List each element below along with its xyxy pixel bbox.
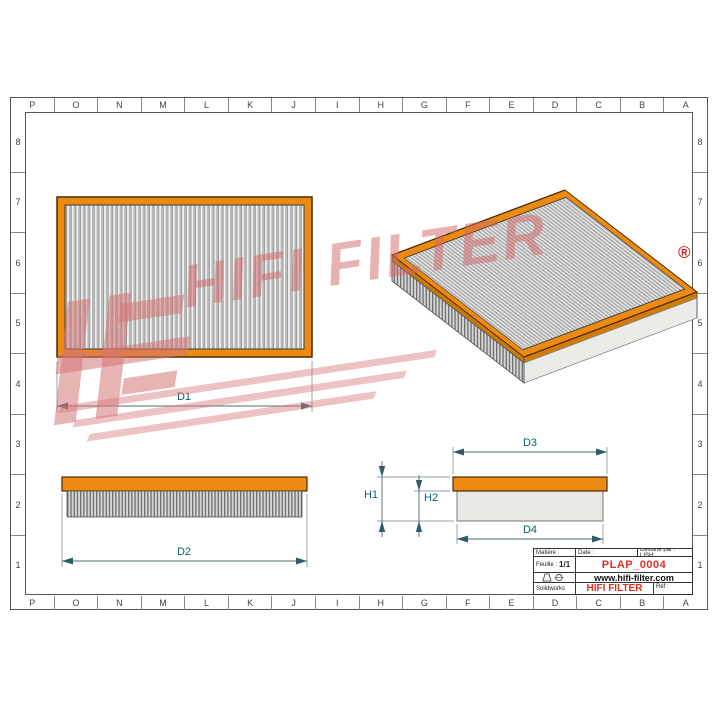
filter-top-view [56,196,313,358]
grid-column-label: M [142,596,186,610]
grid-row-label: 4 [11,354,25,415]
grid-column-label: E [490,596,534,610]
grid-rows-right: 8 7 6 5 4 3 2 1 [693,112,707,595]
grid-column-label: I [316,98,360,112]
grid-column-label: A [682,598,689,608]
projection-symbol-icon [534,573,576,582]
grid-columns-bottom: P O N M L K J I H G F E D C B A [11,596,707,610]
grid-row-label: 6 [693,233,707,294]
grid-row-label: 8 [693,112,707,173]
dimension-label-h2: H2 [424,492,438,504]
grid-row-label: 2 [693,475,707,536]
filter-iso-view [390,189,699,384]
grid-column-label: L [185,98,229,112]
grid-column-label: H [360,596,404,610]
dimension-d4: D4 [456,524,604,544]
sheet-number-cell: Feuille : 1/1 [534,557,576,572]
grid-column-label: I [316,596,360,610]
grid-column-label: F [447,596,491,610]
material-label: Matière : [534,549,576,556]
sheet-value: 1/1 [559,560,571,569]
grid-column-label: K [229,596,273,610]
grid-column-label: L [185,596,229,610]
grid-column-label: O [55,98,99,112]
grid-row-label: 7 [11,173,25,233]
grid-column-label: H [360,98,404,112]
grid-row-label: 4 [693,354,707,415]
grid-row-label: 6 [11,233,25,294]
grid-column-label: A [682,100,689,110]
grid-column-label: F [447,98,491,112]
grid-column-label: D [534,596,578,610]
grid-column-label: N [98,596,142,610]
grid-row-label: 8 [11,112,25,173]
filter-end-view [452,476,608,522]
grid-column-label: J [272,596,316,610]
grid-column-label: K [229,98,273,112]
grid-row-label: 1 [697,560,703,571]
grid-column-label: D [534,98,578,112]
title-block-row-info: Matière : Date : Dessiné par : LISH [534,549,692,557]
grid-column-label: M [142,98,186,112]
dimension-d1: D1 [56,361,313,412]
dimension-label-d3: D3 [523,437,537,449]
grid-column-label: O [55,596,99,610]
part-number: PLAP_0004 [601,558,667,571]
grid-column-label: C [577,596,621,610]
dimension-h1: H1 [364,461,454,537]
grid-column-label: G [403,98,447,112]
dimension-d3: D3 [452,437,608,474]
sheet-inner-frame [25,112,693,595]
grid-column-label: J [272,98,316,112]
brand-name: HIFI FILTER [576,583,654,594]
grid-row-label: 3 [693,415,707,475]
grid-column-label: C [577,98,621,112]
drawn-by-label: Dessiné par : LISH [640,549,676,556]
dimension-h2: H2 [414,475,450,537]
grid-column-label: B [621,98,665,112]
filter-side-view [61,476,308,518]
dimension-d2: D2 [61,494,308,567]
grid-rows-left: 8 7 6 5 4 3 2 1 [11,112,25,595]
grid-columns-top: P O N M L K J I H G F E D C B A [11,98,707,112]
sheet-label: Feuille : [536,561,558,568]
ref-label: Réf : [656,584,669,590]
grid-row-label: 7 [693,173,707,233]
dimension-label-d4: D4 [523,524,537,536]
grid-row-label: 5 [11,294,25,354]
title-block: Matière : Date : Dessiné par : LISH Feui… [533,548,693,595]
date-label: Date : [576,549,638,556]
grid-column-label: N [98,98,142,112]
dimension-label-d1: D1 [177,391,191,403]
title-block-row-site: www.hifi-filter.com [534,573,692,583]
grid-row-label: 2 [11,475,25,536]
title-block-row-part: Feuille : 1/1 PLAP_0004 [534,557,692,573]
registered-trademark: ® [678,243,691,262]
software-label: Solidworks [534,583,576,594]
grid-column-label: P [11,596,55,610]
grid-column-label: P [11,98,55,112]
grid-column-label: E [490,98,534,112]
grid-column-label: B [621,596,665,610]
dimension-label-h1: H1 [364,489,378,501]
grid-column-label: G [403,596,447,610]
grid-row-label: 3 [11,415,25,475]
dimension-label-d2: D2 [177,546,191,558]
grid-row-label: 5 [693,294,707,354]
title-block-row-brand: Solidworks HIFI FILTER Réf : [534,583,692,594]
grid-row-label: 1 [15,560,21,571]
website-text: www.hifi-filter.com [594,573,674,582]
